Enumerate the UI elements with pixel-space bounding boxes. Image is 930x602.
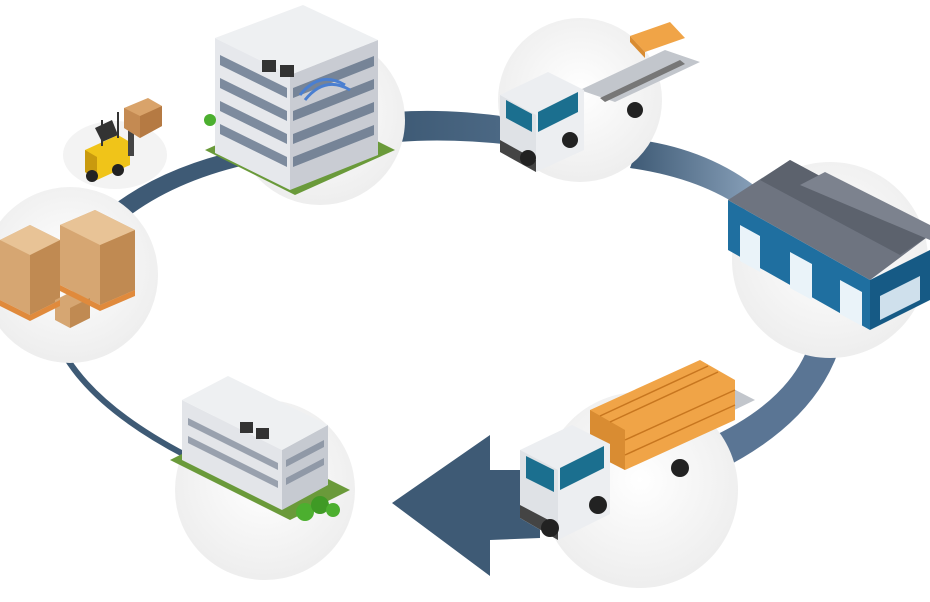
warehouse-icon [728,160,930,330]
boxes-pallet-icon [0,210,135,328]
arrow-segment-warehouse-loadedtruck [705,335,842,470]
arrow-segment-boxes-office [95,150,245,232]
truck-empty-icon [500,22,700,172]
arrow-head-to-factory [392,435,540,576]
arrow-segment-office-truck [395,110,515,145]
truck-loaded-icon [520,360,755,540]
office-building-icon [204,5,395,195]
arrow-segment-truck-warehouse [630,140,760,210]
forklift-icon [85,98,162,182]
factory-building-icon [170,376,350,521]
